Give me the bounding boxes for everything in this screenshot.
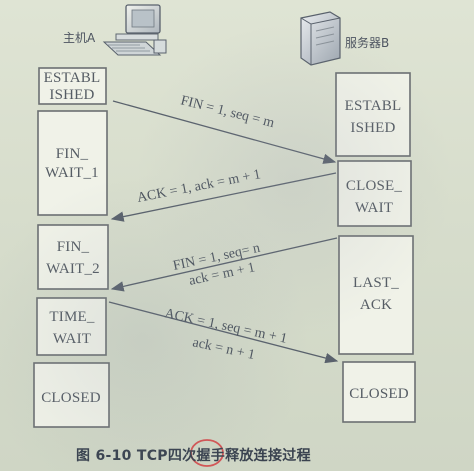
right-state-close-wait-line-2: WAIT xyxy=(355,200,393,216)
ack-message-arrow xyxy=(110,172,337,222)
left-state-fin-wait-1-line-2: WAIT_1 xyxy=(45,165,99,181)
right-state-last-ack-line-1: LAST_ xyxy=(353,275,399,291)
left-state-box-fin-wait-2: FIN_ WAIT_2 xyxy=(37,224,109,290)
left-state-box-fin-wait-1: FIN_ WAIT_1 xyxy=(37,110,108,216)
left-state-box-established: ESTABL ISHED xyxy=(38,67,107,105)
left-state-box-time-wait: TIME_ WAIT xyxy=(36,297,107,356)
host-a-label: 主机A xyxy=(63,31,96,45)
right-state-box-close-wait: CLOSE_ WAIT xyxy=(337,160,412,227)
right-state-box-last-ack: LAST_ ACK xyxy=(338,235,414,355)
fin-message-label: FIN = 1, seq = m xyxy=(179,93,276,131)
computer-icon xyxy=(102,4,167,56)
server-b-label: 服务器B xyxy=(345,35,389,50)
final-ack-message-line-2: ack = n + 1 xyxy=(191,335,256,363)
final-ack-message-line-1: ACK = 1, seq = m + 1 xyxy=(163,306,288,347)
server-fin-message-arrow xyxy=(110,237,338,292)
fin-message-arrow xyxy=(112,100,337,164)
final-ack-message-arrow xyxy=(108,301,339,364)
red-circle-mark xyxy=(190,439,224,467)
right-state-box-closed: CLOSED xyxy=(342,361,416,423)
right-state-close-wait-line-1: CLOSE_ xyxy=(346,178,403,194)
left-state-fin-wait-1-line-1: FIN_ xyxy=(56,146,89,162)
left-state-fin-wait-2-line-1: FIN_ xyxy=(57,239,90,255)
left-state-time-wait-line-2: WAIT xyxy=(53,331,91,347)
right-state-established-line-2: ISHED xyxy=(350,120,395,136)
left-state-established-line-1: ESTABL xyxy=(44,70,101,86)
figure-caption: 图 6-10 TCP四次握手释放连接过程 xyxy=(76,447,311,464)
left-state-established-line-2: ISHED xyxy=(49,87,94,103)
left-state-closed-label: CLOSED xyxy=(41,390,101,406)
right-state-closed-label: CLOSED xyxy=(349,386,409,402)
right-state-last-ack-line-2: ACK xyxy=(360,297,392,313)
right-state-established-line-1: ESTABL xyxy=(345,98,402,114)
left-state-time-wait-line-1: TIME_ xyxy=(49,309,94,325)
left-state-fin-wait-2-line-2: WAIT_2 xyxy=(46,261,100,277)
ack-message-label: ACK = 1, ack = m + 1 xyxy=(136,167,262,206)
server-icon xyxy=(300,11,341,66)
right-state-box-established: ESTABL ISHED xyxy=(335,72,411,157)
left-state-box-closed: CLOSED xyxy=(33,362,110,428)
